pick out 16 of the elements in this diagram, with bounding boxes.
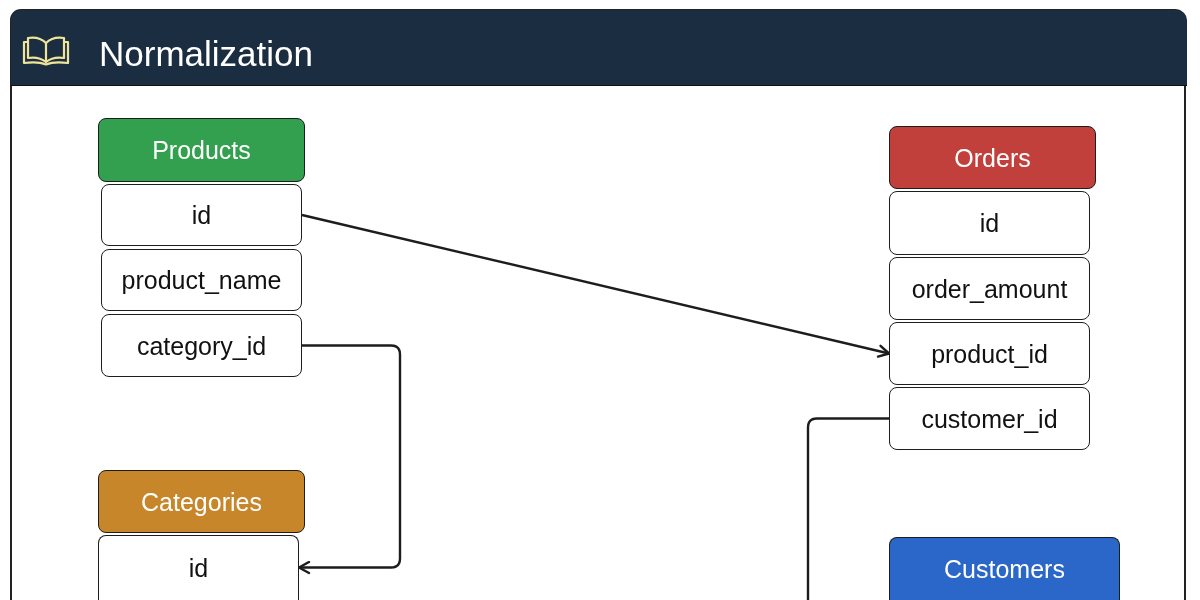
field-row: id bbox=[889, 191, 1090, 255]
table-header: Products bbox=[98, 118, 305, 182]
field-row: category_id bbox=[101, 314, 302, 377]
diagram-title: Normalization bbox=[99, 33, 313, 75]
field-row: product_name bbox=[101, 249, 302, 311]
arrow bbox=[297, 344, 402, 575]
connector-line bbox=[806, 417, 889, 600]
field-row: product_id bbox=[889, 322, 1090, 385]
arrow bbox=[301, 213, 891, 358]
table-header: Customers bbox=[889, 537, 1120, 600]
table-header: Categories bbox=[98, 470, 305, 533]
field-row: id bbox=[98, 535, 299, 600]
field-row: customer_id bbox=[889, 387, 1090, 450]
field-row: order_amount bbox=[889, 257, 1090, 320]
field-row: id bbox=[101, 184, 302, 246]
table-header: Orders bbox=[889, 126, 1096, 189]
